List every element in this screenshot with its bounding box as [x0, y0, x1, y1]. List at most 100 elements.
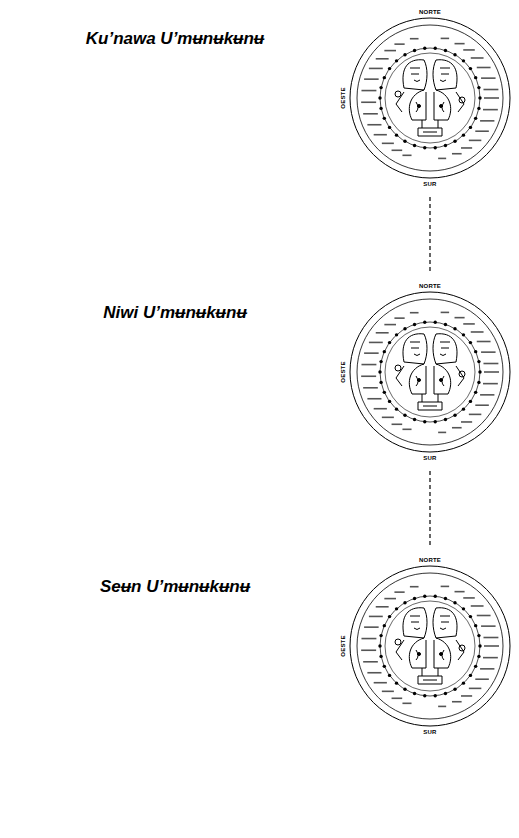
place-name-mark [475, 130, 489, 132]
place-name-mark [477, 615, 491, 617]
ring-dot [474, 624, 477, 627]
place-name-mark [363, 387, 378, 389]
place-name-mark [374, 408, 387, 410]
circle-title: Seʉn U’mʉnʉkʉnʉ [100, 578, 250, 595]
place-name-mark [394, 317, 404, 319]
place-name-mark [392, 149, 403, 151]
place-name-mark [382, 691, 394, 693]
ring-dot [383, 665, 386, 668]
ring-dot [462, 59, 465, 62]
place-name-mark [477, 341, 491, 343]
compass-south: SUR [423, 181, 436, 187]
place-name-mark [484, 645, 499, 647]
ring-dot [403, 688, 406, 691]
ring-dot [444, 692, 447, 695]
ring-dot [444, 323, 447, 326]
ring-dot [423, 321, 426, 324]
outer-ring [350, 18, 510, 178]
compass-north: NORTE [419, 557, 441, 563]
dashed-connector [429, 471, 430, 547]
ring-dot [478, 370, 481, 373]
place-name-mark [483, 89, 498, 91]
place-name-mark [452, 427, 462, 429]
ring-dot [413, 597, 416, 600]
compass-west: OESTE [340, 87, 346, 108]
place-name-mark [364, 78, 379, 80]
ring-dot [383, 76, 386, 79]
place-name-mark [471, 605, 484, 607]
ring-dot [477, 655, 480, 658]
inner-ring [357, 25, 503, 171]
place-name-mark [361, 649, 376, 651]
ring-dot [453, 140, 456, 143]
place-name-mark [438, 706, 446, 708]
place-name-mark [469, 688, 481, 690]
ring-dot [383, 624, 386, 627]
place-name-mark [480, 120, 494, 122]
ring-dot [462, 333, 465, 336]
place-name-mark [394, 43, 404, 45]
ring-dot [453, 414, 456, 417]
ring-dot [403, 414, 406, 417]
ring-dot [474, 391, 477, 394]
place-name-mark [361, 90, 376, 92]
compass-north: NORTE [419, 9, 441, 15]
ring-dot [469, 674, 472, 677]
ring-dot [388, 674, 391, 677]
ring-dot [474, 76, 477, 79]
ring-dot [383, 350, 386, 353]
ring-dot [469, 341, 472, 344]
ring-dot [379, 360, 382, 363]
place-name-mark [441, 586, 449, 588]
central-figure [395, 334, 465, 410]
compass-north: NORTE [419, 283, 441, 289]
place-name-mark [402, 155, 411, 157]
place-name-mark [452, 701, 462, 703]
ring-dot [403, 53, 406, 56]
place-name-mark [363, 113, 378, 115]
ring-dot [403, 140, 406, 143]
ring-dot [462, 407, 465, 410]
ring-dot [477, 107, 480, 110]
ring-dot [388, 67, 391, 70]
place-name-mark [361, 101, 376, 103]
place-name-mark [483, 363, 498, 365]
ring-dot [462, 607, 465, 610]
ring-dot [477, 360, 480, 363]
compass-node: Seʉn U’mʉnʉkʉnʉNORTEOESTESUR [70, 550, 515, 742]
place-name-mark [367, 398, 381, 400]
place-name-mark [452, 153, 462, 155]
place-name-mark [461, 147, 472, 149]
place-name-mark [402, 703, 411, 705]
place-name-mark [369, 616, 383, 618]
ring-dot [413, 144, 416, 147]
ring-dot [395, 681, 398, 684]
ring-dot [478, 96, 481, 99]
place-name-mark [374, 682, 387, 684]
place-name-mark [410, 38, 419, 40]
ring-dot [474, 117, 477, 120]
dotted-ring [380, 48, 480, 148]
place-name-mark [461, 695, 472, 697]
place-name-mark [361, 364, 376, 366]
place-name-mark [469, 414, 481, 416]
ring-dot [423, 420, 426, 423]
ring-dot [478, 644, 481, 647]
ring-dot [413, 49, 416, 52]
place-name-mark [384, 324, 396, 326]
ring-dot [434, 694, 437, 697]
place-name-mark [369, 68, 383, 70]
place-name-mark [367, 672, 381, 674]
dotted-ring [380, 596, 480, 696]
place-name-mark [483, 637, 498, 639]
ring-dot [395, 133, 398, 136]
ring-dot [403, 601, 406, 604]
ring-dot [395, 407, 398, 410]
ring-dot [388, 126, 391, 129]
place-name-mark [392, 423, 403, 425]
ring-dot [477, 381, 480, 384]
ring-dot [423, 595, 426, 598]
ring-dot [379, 107, 382, 110]
center-ring [385, 601, 475, 691]
ring-dot [444, 144, 447, 147]
